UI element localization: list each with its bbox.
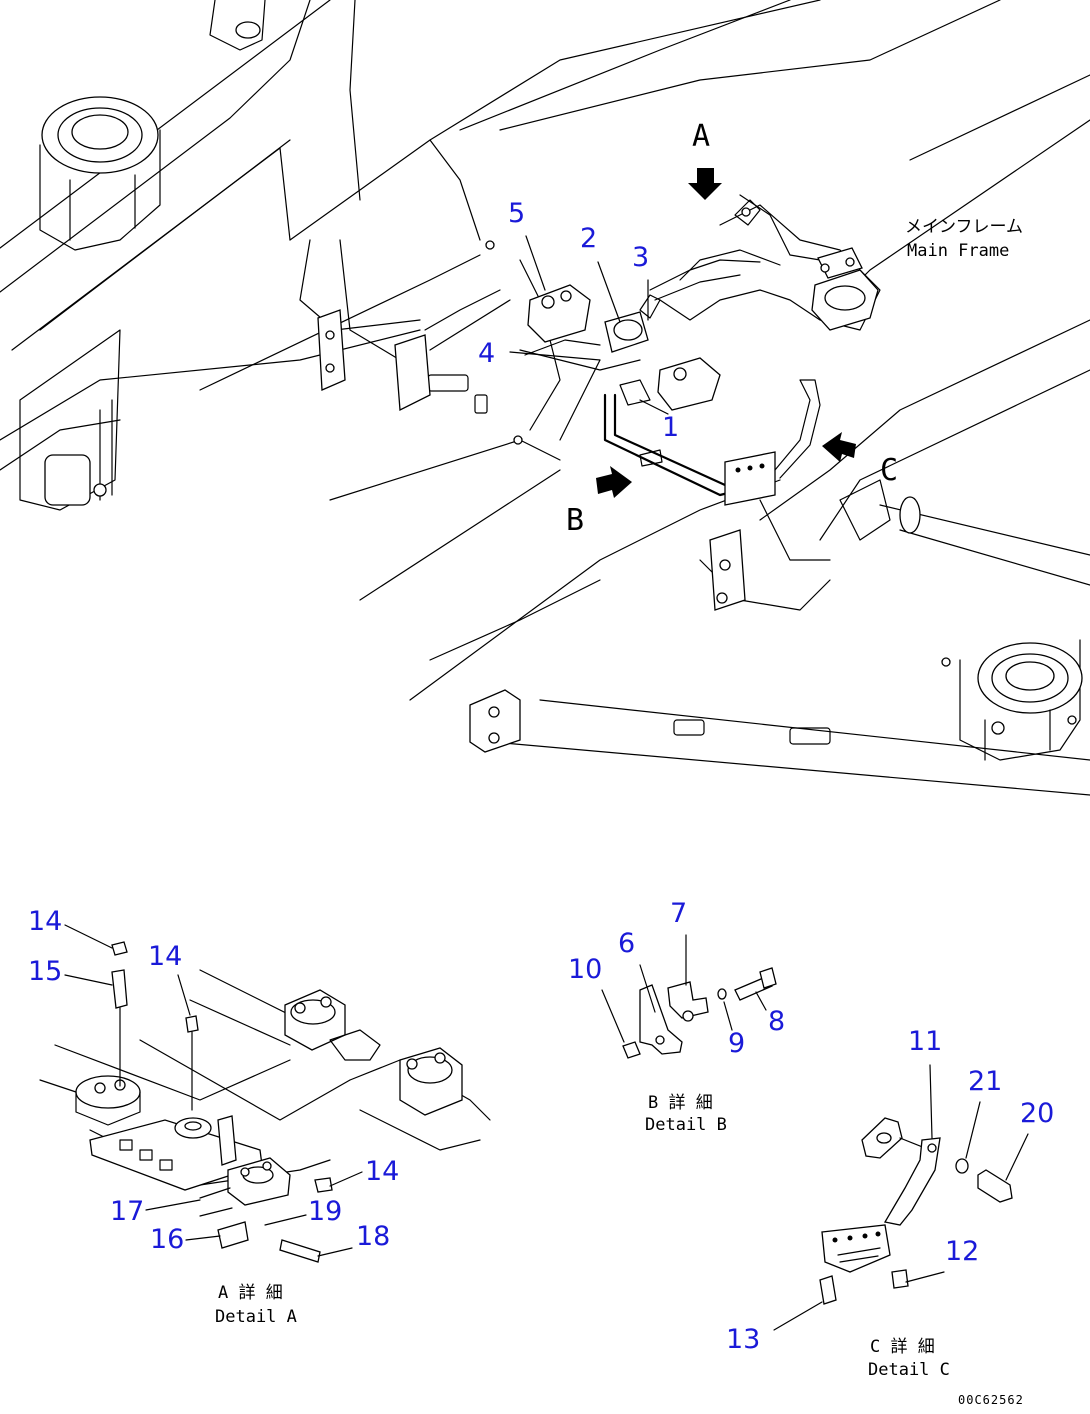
view-arrow-b: B — [566, 466, 632, 538]
detail-c-callouts: 11 21 20 12 13 — [726, 1026, 1054, 1355]
callout-1: 1 — [662, 412, 679, 443]
callout-16: 16 — [150, 1224, 184, 1255]
callout-14-right: 14 — [365, 1156, 399, 1187]
callout-5: 5 — [508, 198, 525, 229]
detail-c-drawing — [819, 1117, 1013, 1305]
detail-b-caption-jp: B 詳 細 — [648, 1093, 713, 1113]
frame-label-jp: メインフレーム — [905, 217, 1023, 237]
callout-13: 13 — [726, 1324, 760, 1355]
main-callouts: 5 2 3 4 1 — [478, 198, 679, 443]
view-arrow-c-label: C — [880, 453, 898, 488]
main-frame-drawing — [0, 0, 1090, 796]
callout-14-middle: 14 — [148, 941, 182, 972]
detail-a-callouts: 14 15 14 14 17 16 19 18 — [28, 906, 399, 1257]
arrow-right-icon — [596, 466, 632, 498]
callout-14-top: 14 — [28, 906, 62, 937]
detail-b-drawing — [622, 967, 777, 1059]
view-arrow-b-label: B — [566, 503, 584, 538]
callout-7: 7 — [670, 898, 687, 929]
callout-12: 12 — [945, 1236, 979, 1267]
view-arrow-a-label: A — [692, 119, 710, 154]
arrow-left-icon — [822, 432, 856, 462]
callout-9: 9 — [728, 1028, 745, 1059]
callout-21: 21 — [968, 1066, 1002, 1097]
detail-a-caption-en: Detail A — [215, 1307, 297, 1327]
callout-20: 20 — [1020, 1098, 1054, 1129]
view-arrow-a: A — [688, 119, 722, 200]
callout-3: 3 — [632, 242, 649, 273]
detail-c-caption-en: Detail C — [868, 1360, 950, 1380]
view-arrow-c: C — [822, 432, 898, 488]
drawing-code: 00C62562 — [958, 1393, 1024, 1407]
arrow-down-icon — [688, 168, 722, 200]
detail-b-caption-en: Detail B — [645, 1115, 727, 1135]
callout-19: 19 — [308, 1196, 342, 1227]
callout-11: 11 — [908, 1026, 942, 1057]
callout-6: 6 — [618, 928, 635, 959]
callout-4: 4 — [478, 338, 495, 369]
callout-17: 17 — [110, 1196, 144, 1227]
detail-c-caption-jp: C 詳 細 — [870, 1337, 935, 1357]
callout-18: 18 — [356, 1221, 390, 1252]
callout-2: 2 — [580, 223, 597, 254]
callout-8: 8 — [768, 1006, 785, 1037]
detail-a-drawing — [39, 941, 491, 1263]
detail-b-callouts: 7 6 10 8 9 — [568, 898, 785, 1059]
frame-label-en: Main Frame — [907, 241, 1009, 261]
callout-10: 10 — [568, 954, 602, 985]
detail-a-caption-jp: A 詳 細 — [218, 1283, 283, 1303]
callout-15: 15 — [28, 956, 62, 987]
